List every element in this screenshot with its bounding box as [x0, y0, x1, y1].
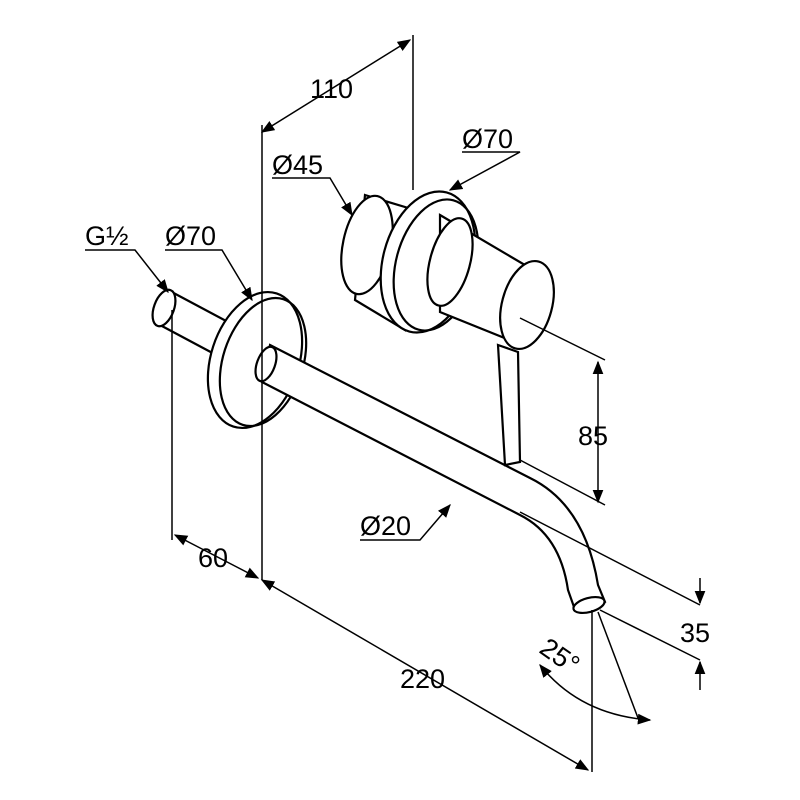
dim-85-label: 85 — [578, 421, 608, 451]
dim-35-label: 35 — [680, 618, 710, 648]
dim-handle-diameter-label: Ø45 — [272, 150, 323, 180]
dimension-lines — [85, 35, 706, 772]
dim-spout-flange-label: Ø70 — [165, 221, 216, 251]
dim-thread-label: G½ — [85, 221, 129, 251]
dim-spout-diameter-label: Ø20 — [360, 511, 411, 541]
dim-handle-flange-label: Ø70 — [462, 124, 513, 154]
dim-60-label: 60 — [198, 543, 228, 573]
dim-angle-label: 25° — [534, 632, 585, 680]
dim-110-label: 110 — [310, 74, 353, 104]
dim-220-label: 220 — [400, 664, 445, 694]
handle-assembly — [340, 190, 555, 467]
